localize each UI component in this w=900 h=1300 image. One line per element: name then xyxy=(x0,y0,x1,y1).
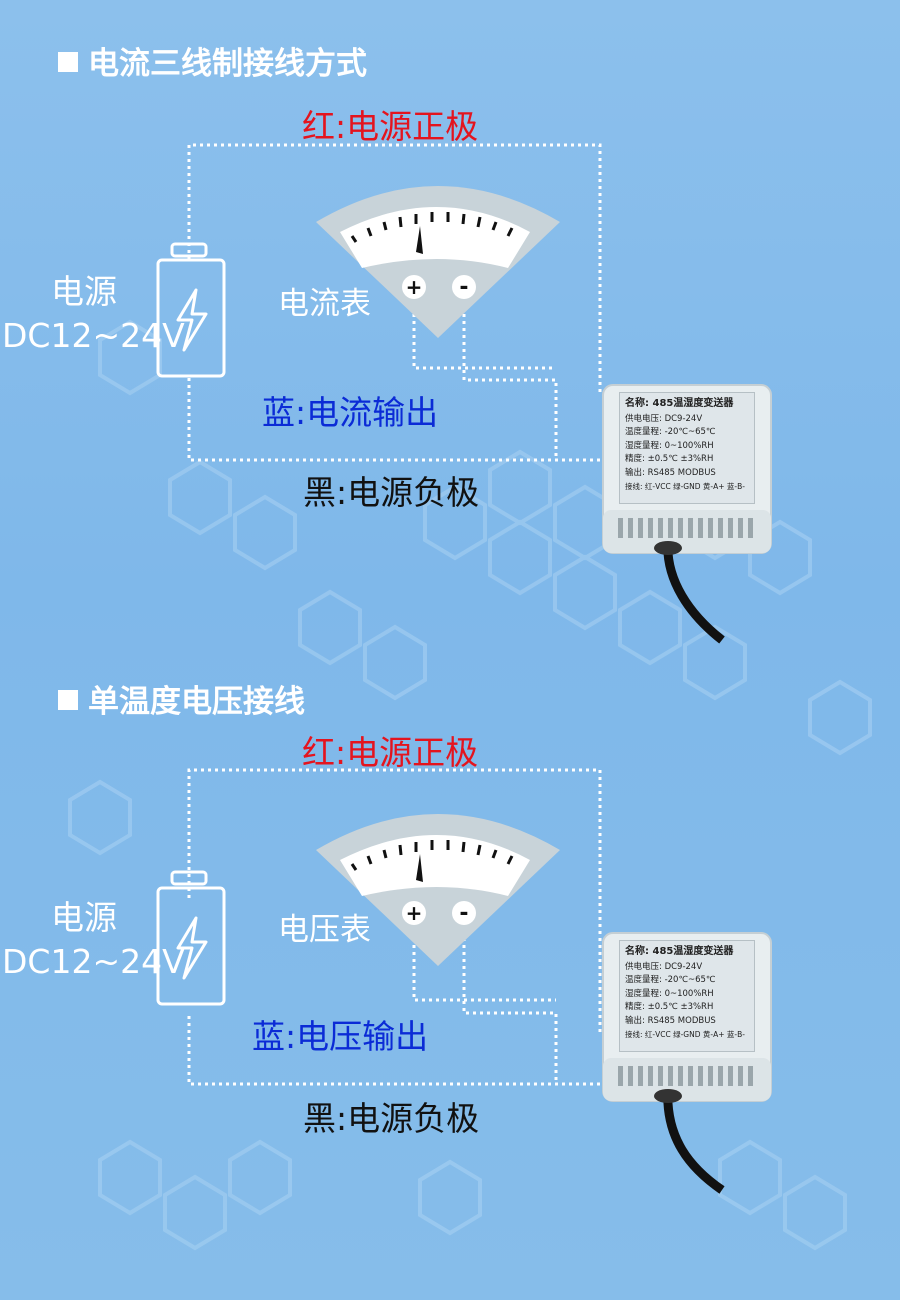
square-bullet-icon xyxy=(58,690,78,710)
meter-minus-terminal: - xyxy=(459,901,468,926)
lightning-bolt-icon xyxy=(176,288,208,352)
device-label-line: 供电电压: DC9-24V xyxy=(625,961,703,972)
section-heading: 单温度电压接线 xyxy=(58,676,305,721)
device-label-line: 温度量程: -20℃~65℃ xyxy=(625,427,716,437)
power-supply-name: 电源 xyxy=(51,898,117,937)
meter-label: 电压表 xyxy=(278,912,371,948)
power-supply-voltage: DC12~24V xyxy=(2,942,185,981)
device-label-card: 名称: 485温湿度变送器 供电电压: DC9-24V 温度量程: -20℃~6… xyxy=(619,392,755,504)
meter-minus-wire xyxy=(462,938,558,1084)
power-supply-label: 电源 DC12~24V xyxy=(2,270,185,358)
red-wire-label: 红:电源正极 xyxy=(302,733,479,772)
power-supply-voltage: DC12~24V xyxy=(2,316,185,355)
device-label-card: 名称: 485温湿度变送器 供电电压: DC9-24V 温度量程: -20℃~6… xyxy=(619,940,755,1052)
section-heading: 电流三线制接线方式 xyxy=(58,38,367,83)
device-label-line: 温度量程: -20℃~65℃ xyxy=(625,975,716,985)
device-label-title: 名称: 485温湿度变送器 xyxy=(625,398,734,409)
device-label-title: 名称: 485温湿度变送器 xyxy=(625,946,734,957)
section-heading-text: 电流三线制接线方式 xyxy=(88,46,367,82)
device-label-line: 精度: ±0.5℃ ±3%RH xyxy=(625,454,714,464)
device-label-line: 接线: 红-VCC 绿-GND 黄-A+ 蓝-B- xyxy=(625,482,745,491)
power-supply-label: 电源 DC12~24V xyxy=(2,896,185,984)
black-wire-label: 黑:电源负极 xyxy=(303,473,480,512)
device-label-line: 湿度量程: 0~100%RH xyxy=(625,988,714,999)
device-label-line: 精度: ±0.5℃ ±3%RH xyxy=(625,1002,714,1012)
meter-plus-terminal: + xyxy=(406,901,423,925)
meter-plus-wire xyxy=(412,300,556,370)
red-wire xyxy=(187,143,602,395)
meter-plus-terminal: + xyxy=(406,275,423,299)
lightning-bolt-icon xyxy=(176,916,208,980)
meter-plus-wire xyxy=(412,938,556,1002)
device-label-line: 输出: RS485 MODBUS xyxy=(625,467,716,478)
meter-label: 电流表 xyxy=(278,286,371,322)
battery-icon xyxy=(156,242,226,378)
meter-dial xyxy=(316,186,560,338)
meter-dial xyxy=(316,814,560,966)
wiring-section-voltage: 单温度电压接线 xyxy=(0,638,900,1288)
device-label-line: 接线: 红-VCC 绿-GND 黄-A+ 蓝-B- xyxy=(625,1030,745,1039)
wiring-section-current: 电流三线制接线方式 xyxy=(2,38,772,644)
meter-minus-terminal: - xyxy=(459,275,468,300)
blue-wire-label: 蓝:电流输出 xyxy=(262,393,439,432)
section-heading-text: 单温度电压接线 xyxy=(88,684,305,720)
device-label-line: 输出: RS485 MODBUS xyxy=(625,1015,716,1026)
black-wire-label: 黑:电源负极 xyxy=(303,1099,480,1138)
battery-icon xyxy=(156,870,226,1006)
meter-minus-wire xyxy=(462,300,558,460)
device-label-line: 湿度量程: 0~100%RH xyxy=(625,440,714,451)
red-wire-label: 红:电源正极 xyxy=(302,107,479,146)
red-wire xyxy=(187,768,602,1033)
blue-wire-label: 蓝:电压输出 xyxy=(252,1017,429,1056)
power-supply-name: 电源 xyxy=(51,272,117,311)
wires xyxy=(187,768,602,1086)
device-label-line: 供电电压: DC9-24V xyxy=(625,413,703,424)
square-bullet-icon xyxy=(58,52,78,72)
black-wire xyxy=(187,1016,600,1086)
wires xyxy=(187,143,602,462)
